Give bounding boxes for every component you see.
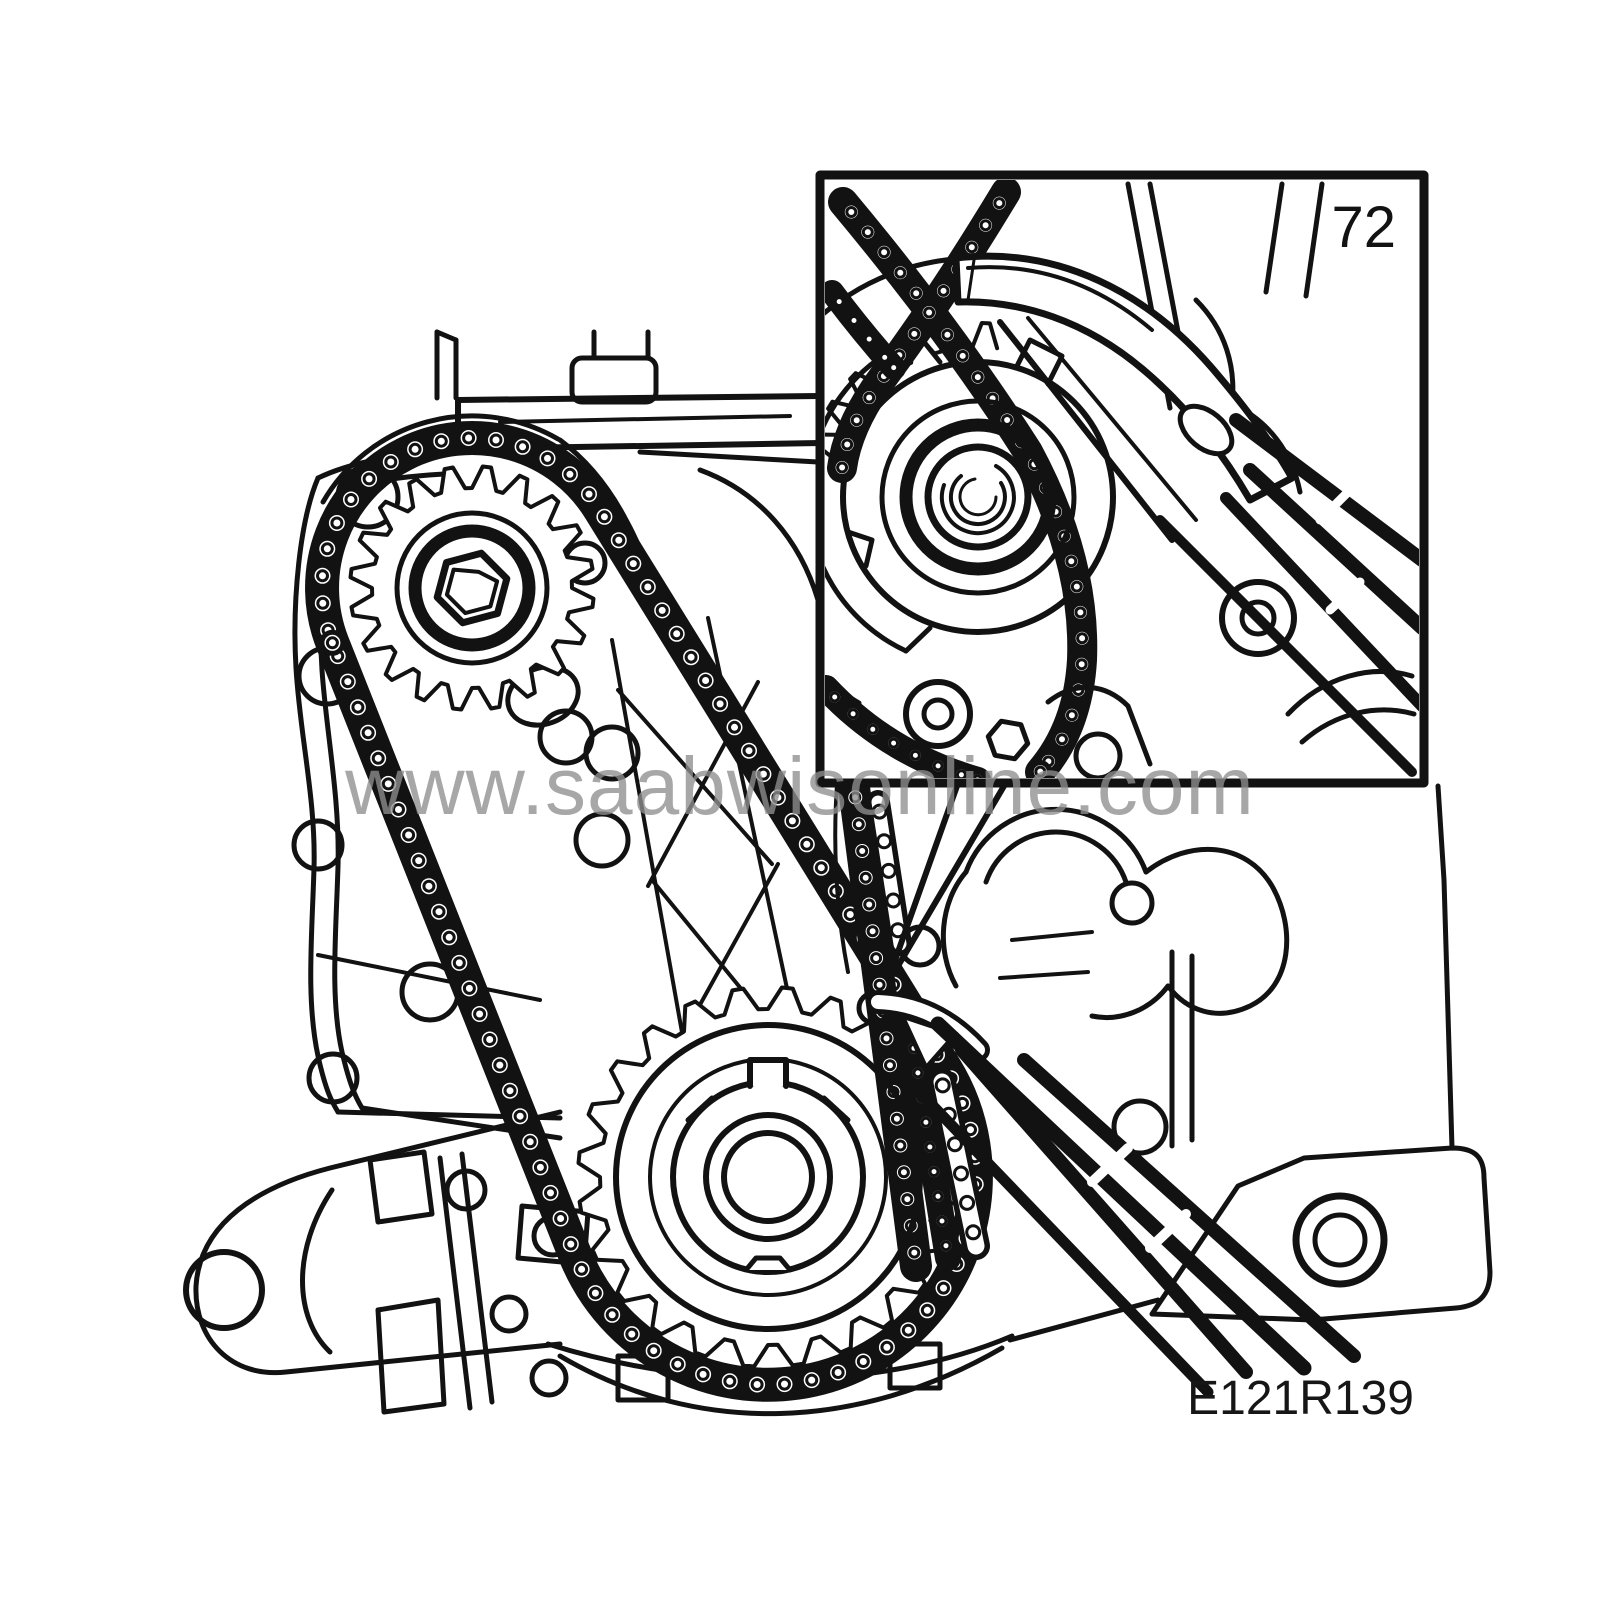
inset-pointer-lines [890, 783, 1007, 969]
crankshaft-sprocket-teeth [576, 985, 960, 1369]
inset-timing-chains [825, 180, 1098, 778]
reference-code-label: E121R139 [1187, 1372, 1414, 1425]
chain-guide-rails [833, 770, 990, 1260]
right-engine-bracket [1149, 1145, 1493, 1323]
idler-sprocket-hub [394, 510, 550, 666]
crankshaft-sprocket-hub [613, 1022, 923, 1332]
inset-pliers-tool [950, 252, 1419, 777]
inset-detail-box: 72 [815, 170, 1429, 788]
watermark-text: www.saabwisonline.com [344, 741, 1255, 832]
figure-number-label: 72 [1331, 195, 1396, 260]
idler-sprocket-teeth [348, 464, 596, 712]
inset-content [825, 180, 1419, 778]
hex-bolt-icon [433, 549, 511, 627]
pliers-tool [866, 990, 1361, 1398]
thread-lines [939, 464, 1016, 536]
inset-crank-hub [879, 398, 1077, 596]
nut-icon [985, 718, 1031, 762]
crank-key-tab [747, 1057, 789, 1089]
